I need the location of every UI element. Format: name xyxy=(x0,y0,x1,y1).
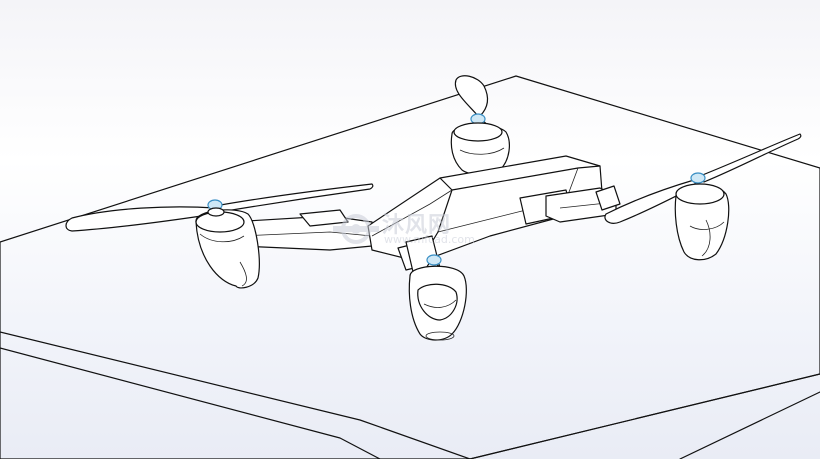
left-propeller xyxy=(65,183,374,232)
ground-plate xyxy=(0,75,820,459)
front-right-arm xyxy=(545,185,621,223)
rear-motor-pod xyxy=(450,122,510,176)
front-motor-pod xyxy=(408,265,467,341)
right-propeller xyxy=(604,133,802,224)
left-motor-pod xyxy=(195,207,260,289)
right-motor-pod xyxy=(674,183,730,261)
